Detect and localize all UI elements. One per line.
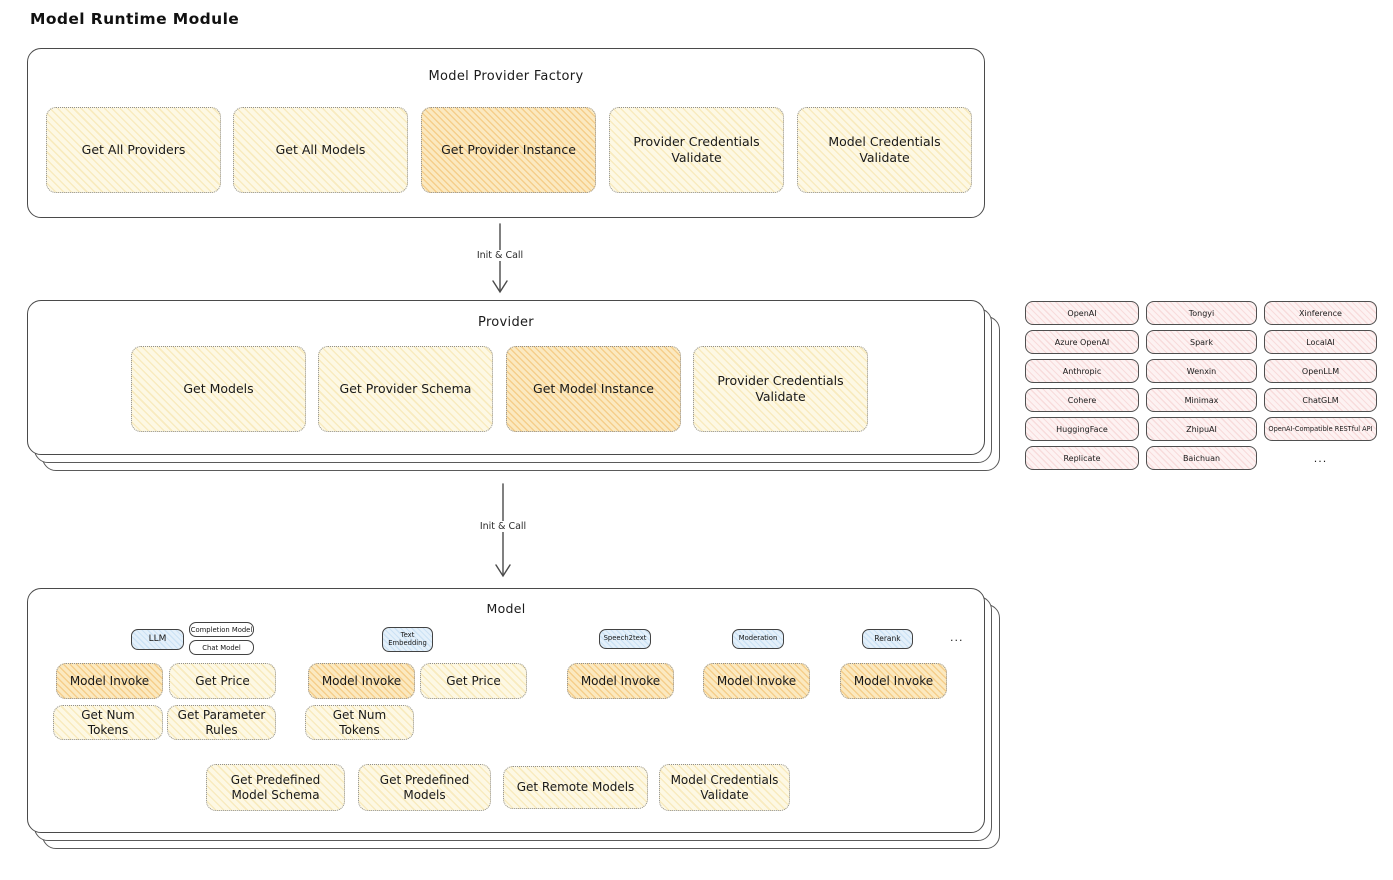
provider-chip: Spark xyxy=(1146,330,1257,354)
init-call-label-1: Init & Call xyxy=(463,250,537,261)
model-box: Model LLM Completion Model Chat Model Te… xyxy=(27,588,985,833)
factory-title: Model Provider Factory xyxy=(428,69,584,84)
provider-credentials-validate-node: Provider Credentials Validate xyxy=(609,107,784,193)
model-types-more-ellipsis: ... xyxy=(950,631,964,644)
model-credentials-validate-node: Model Credentials Validate xyxy=(797,107,972,193)
provider-chip: Xinference xyxy=(1264,301,1377,325)
get-models-node: Get Models xyxy=(131,346,306,432)
get-predefined-model-schema-node: Get Predefined Model Schema xyxy=(206,764,345,811)
init-call-label-2: Init & Call xyxy=(466,521,540,532)
model-type-moderation: Moderation xyxy=(732,629,784,649)
provider-chip: LocalAI xyxy=(1264,330,1377,354)
model-invoke-node: Model Invoke xyxy=(308,663,415,699)
provider-chip: Cohere xyxy=(1025,388,1139,412)
provider-chip: ZhipuAI xyxy=(1146,417,1257,441)
model-type-llm: LLM xyxy=(131,629,184,650)
page-title: Model Runtime Module xyxy=(30,10,240,28)
provider-chip: OpenAI-Compatible RESTful API xyxy=(1264,417,1377,441)
model-credentials-validate-node: Model Credentials Validate xyxy=(659,764,790,811)
providers-more-ellipsis: ... xyxy=(1313,451,1328,465)
provider-title: Provider xyxy=(478,315,534,330)
get-remote-models-node: Get Remote Models xyxy=(503,766,648,809)
model-invoke-node: Model Invoke xyxy=(567,663,674,699)
get-all-models-node: Get All Models xyxy=(233,107,408,193)
model-invoke-node: Model Invoke xyxy=(56,663,163,699)
model-type-text-embedding: Text Embedding xyxy=(382,627,433,652)
get-price-node: Get Price xyxy=(420,663,527,699)
provider-chip: Azure OpenAI xyxy=(1025,330,1139,354)
provider-box: Provider Get Models Get Provider Schema … xyxy=(27,300,985,455)
model-type-chat-model: Chat Model xyxy=(189,640,254,655)
provider-chip: Baichuan xyxy=(1146,446,1257,470)
provider-list: OpenAI Tongyi Xinference Azure OpenAI Sp… xyxy=(1025,301,1378,470)
provider-chip: Tongyi xyxy=(1146,301,1257,325)
get-predefined-models-node: Get Predefined Models xyxy=(358,764,491,811)
provider-chip: Wenxin xyxy=(1146,359,1257,383)
get-all-providers-node: Get All Providers xyxy=(46,107,221,193)
get-num-tokens-node: Get Num Tokens xyxy=(305,705,414,740)
provider-chip: OpenAI xyxy=(1025,301,1139,325)
model-type-speech2text: Speech2text xyxy=(599,629,651,649)
get-num-tokens-node: Get Num Tokens xyxy=(53,705,163,740)
provider-chip: Minimax xyxy=(1146,388,1257,412)
provider-chip: OpenLLM xyxy=(1264,359,1377,383)
get-price-node: Get Price xyxy=(169,663,276,699)
provider-chip: ChatGLM xyxy=(1264,388,1377,412)
model-type-rerank: Rerank xyxy=(862,629,913,649)
init-call-arrow-2 xyxy=(495,483,511,578)
provider-chip: Anthropic xyxy=(1025,359,1139,383)
model-type-completion-model: Completion Model xyxy=(189,622,254,637)
provider-chip: HuggingFace xyxy=(1025,417,1139,441)
model-provider-factory-box: Model Provider Factory Get All Providers… xyxy=(27,48,985,218)
model-invoke-node: Model Invoke xyxy=(840,663,947,699)
model-invoke-node: Model Invoke xyxy=(703,663,810,699)
get-provider-schema-node: Get Provider Schema xyxy=(318,346,493,432)
get-parameter-rules-node: Get Parameter Rules xyxy=(167,705,276,740)
provider-credentials-validate-node: Provider Credentials Validate xyxy=(693,346,868,432)
provider-chip: Replicate xyxy=(1025,446,1139,470)
model-title: Model xyxy=(486,601,526,616)
get-provider-instance-node: Get Provider Instance xyxy=(421,107,596,193)
get-model-instance-node: Get Model Instance xyxy=(506,346,681,432)
